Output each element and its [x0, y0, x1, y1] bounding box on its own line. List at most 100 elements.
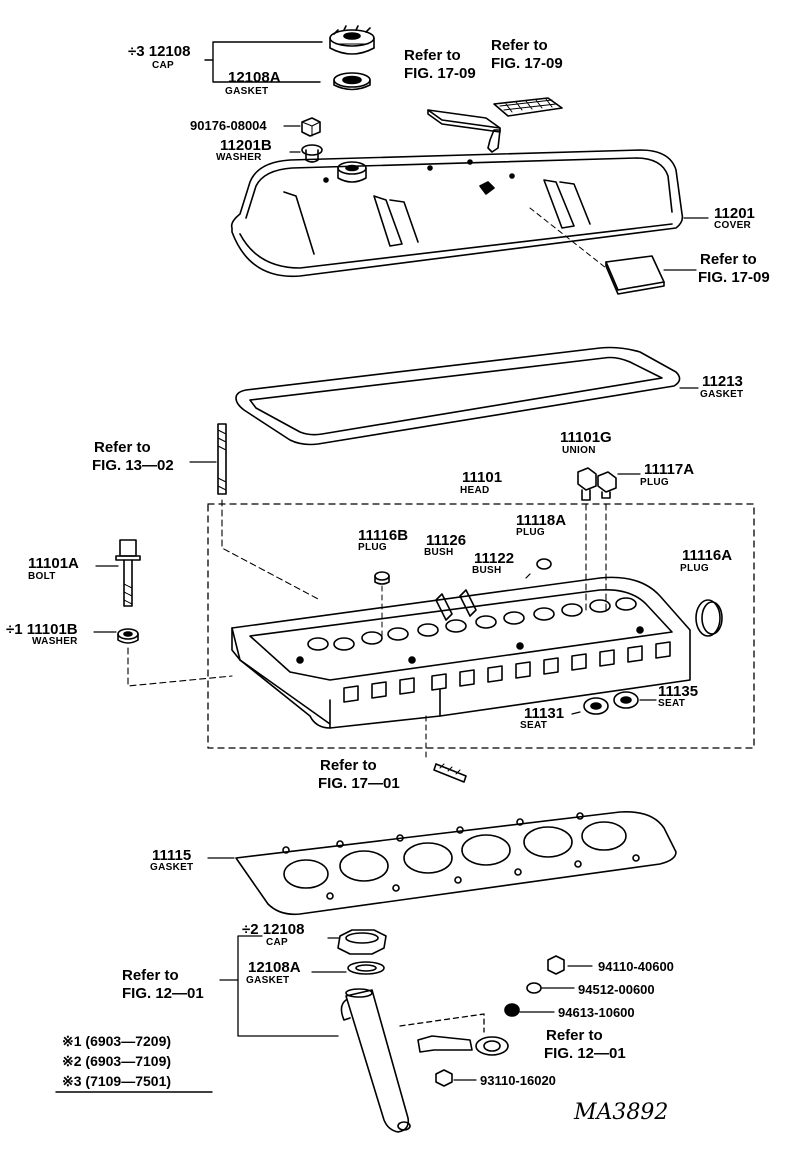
ref-13-02-line2: FIG. 13—02: [92, 457, 174, 474]
oil-filler-cap-top: [329, 25, 375, 55]
label-plug-11116b-number: 11116B: [358, 527, 409, 544]
nut-94613: [504, 1003, 555, 1017]
seat-11135: [613, 691, 657, 709]
label-cap-bottom-number: ÷2 12108: [242, 921, 305, 938]
head-gasket: [235, 811, 677, 916]
label-gasket-bottom-name: GASKET: [246, 975, 290, 986]
head-group-box: [207, 503, 755, 749]
ref-17-01-line1: Refer to: [320, 757, 377, 774]
washer-94512: [526, 982, 575, 994]
stud-17-01: [425, 715, 467, 783]
dash-bolt: [127, 647, 233, 687]
label-bolt-name: BOLT: [28, 571, 56, 582]
drawing-code: MA3892: [574, 1100, 669, 1125]
dash-stud: [221, 499, 321, 601]
ref-12-01-b-line2: FIG. 12—01: [544, 1045, 626, 1062]
plug-11117a: [597, 471, 641, 611]
label-seat-11131-name: SEAT: [520, 720, 548, 731]
plug-11118a: [525, 558, 552, 579]
label-head-number: 11101: [462, 469, 503, 486]
label-seat-11135-number: 11135: [658, 683, 699, 700]
label-cap-top-number: ÷3 12108: [128, 43, 191, 60]
ref-17-01-line2: FIG. 17—01: [318, 775, 400, 792]
label-plug-11116a-number: 11116A: [682, 547, 733, 564]
union-11101g: [577, 467, 597, 613]
cap-nut-90176: [283, 117, 321, 137]
bottom-bracket-lines: [219, 935, 485, 1037]
ref-12-01-b-line1: Refer to: [546, 1027, 603, 1044]
cover-plate-a: [427, 109, 501, 133]
label-cap-top-name: CAP: [152, 60, 175, 71]
cover-gasket: [235, 346, 681, 446]
ref-12-01-a-line1: Refer to: [122, 967, 179, 984]
note-2: ※2 (6903—7109): [62, 1053, 172, 1069]
label-washer-94512: 94512-00600: [578, 982, 655, 997]
cap-gasket-bottom: [347, 961, 385, 975]
label-bush-11126-name: BUSH: [424, 547, 454, 558]
pipe-bracket: [417, 1035, 509, 1056]
ref-17-09-c-line2: FIG. 17-09: [698, 269, 770, 286]
label-washer-11201b-number: 11201B: [220, 137, 272, 154]
label-bolt-93110: 93110-16020: [480, 1073, 556, 1088]
label-plug-11118a-name: PLUG: [516, 527, 545, 538]
ref-17-09-c-line1: Refer to: [700, 251, 757, 268]
ref-17-09-b-line1: Refer to: [491, 37, 548, 54]
label-plug-11117a-name: PLUG: [640, 477, 669, 488]
stud-bolt: [189, 423, 227, 495]
label-cover-number: 11201: [714, 205, 755, 222]
seat-11131: [571, 697, 609, 715]
label-cover-name: COVER: [714, 220, 752, 231]
label-bolt-number: 11101A: [28, 555, 79, 572]
ref-13-02-line1: Refer to: [94, 439, 151, 456]
label-head-gasket-number: 11115: [152, 847, 192, 864]
cap-gasket-top: [333, 72, 371, 91]
label-cover-gasket-name: GASKET: [700, 389, 744, 400]
label-nut-94110: 94110-40600: [598, 959, 674, 974]
label-plug-11118a-number: 11118A: [516, 512, 567, 529]
label-gasket-top-number: 12108A: [228, 69, 281, 86]
label-cover-gasket-number: 11213: [702, 373, 743, 390]
note-1: ※1 (6903—7209): [62, 1033, 172, 1049]
label-plug-11116b-name: PLUG: [358, 542, 387, 553]
cover-grille: [493, 97, 563, 117]
label-seat-11131-number: 11131: [524, 705, 565, 722]
ref-17-09-a-line2: FIG. 17-09: [404, 65, 476, 82]
head-washer: [93, 628, 139, 644]
label-plug-11116a-name: PLUG: [680, 563, 709, 574]
label-head-gasket-name: GASKET: [150, 862, 194, 873]
label-bush-11122-number: 11122: [474, 550, 515, 567]
valve-cover: [230, 149, 684, 278]
label-nut-90176: 90176-08004: [190, 118, 267, 133]
breather-pipe: [487, 129, 501, 153]
label-union-name: UNION: [562, 445, 596, 456]
label-seat-11135-name: SEAT: [658, 698, 686, 709]
nut-94110: [547, 955, 593, 975]
label-bush-11122-name: BUSH: [472, 565, 502, 576]
cover-plate-b: [605, 255, 665, 295]
label-cap-bottom-name: CAP: [266, 937, 289, 948]
note-3: ※3 (7109—7501): [62, 1073, 172, 1089]
label-head-name: HEAD: [460, 485, 490, 496]
label-union-number: 11101G: [560, 429, 612, 446]
plug-11116a: [695, 599, 723, 637]
label-bush-11126-number: 11126: [426, 532, 467, 549]
ref-17-09-b-line2: FIG. 17-09: [491, 55, 563, 72]
cap-bracket-top: [204, 41, 323, 83]
label-washer-11101b-name: WASHER: [32, 636, 78, 647]
label-washer-11201b-name: WASHER: [216, 152, 262, 163]
oil-filler-pipe: [340, 988, 411, 1133]
label-gasket-top-name: GASKET: [225, 86, 269, 97]
label-washer-11101b-number: ÷1 11101B: [6, 621, 78, 638]
label-gasket-bottom-number: 12108A: [248, 959, 301, 976]
cylinder-head: [231, 576, 691, 729]
head-bolt: [95, 539, 141, 607]
ref-17-09-a-line1: Refer to: [404, 47, 461, 64]
label-plug-11117a-number: 11117A: [644, 461, 695, 478]
bolt-93110: [435, 1069, 477, 1087]
ref-12-01-a-line2: FIG. 12—01: [122, 985, 204, 1002]
label-nut-94613: 94613-10600: [558, 1005, 635, 1020]
oil-filler-cap-bottom: [337, 929, 387, 955]
plug-11116b: [374, 571, 390, 641]
